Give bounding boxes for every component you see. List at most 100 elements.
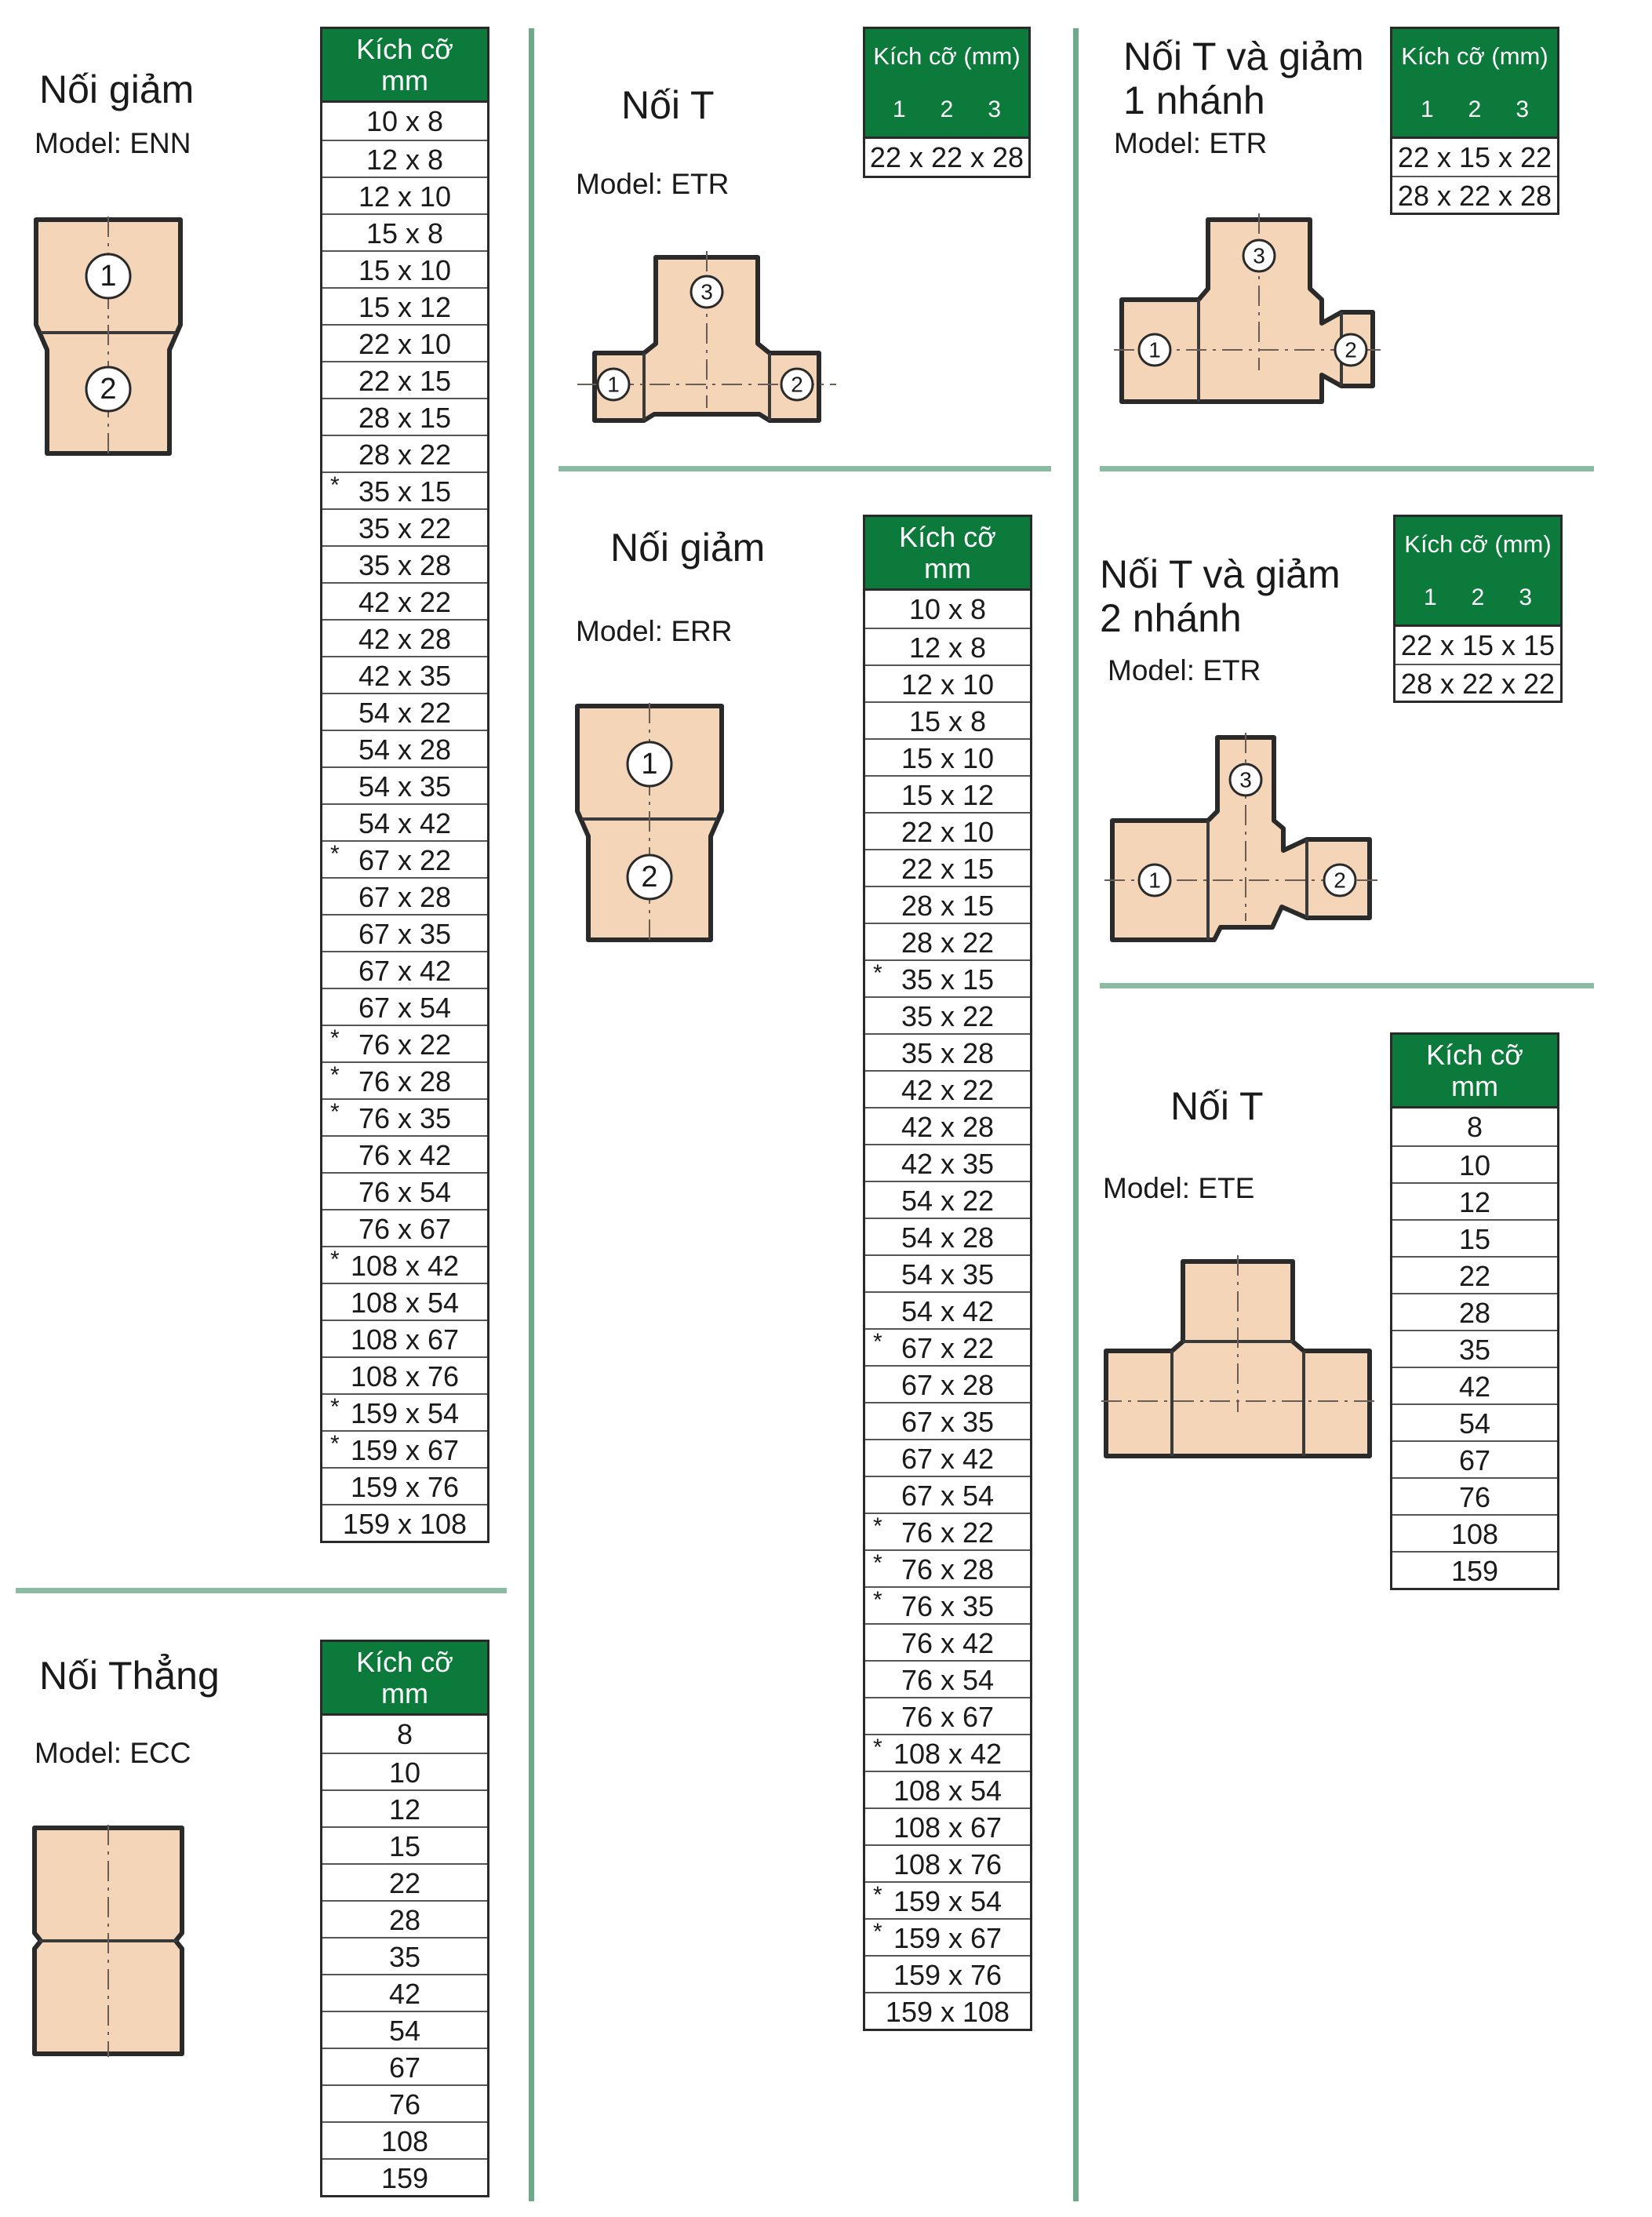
- header-columns: 1 2 3: [1395, 584, 1560, 611]
- table-row: 22 x 15 x 22: [1392, 139, 1557, 176]
- port-number-1: 1: [626, 741, 673, 788]
- column-number: 3: [1519, 584, 1533, 611]
- column-number: 2: [1471, 584, 1485, 611]
- section-title: Nối Thẳng: [39, 1654, 220, 1698]
- table-row: 28 x 22: [865, 923, 1030, 959]
- port-number-1: 1: [1137, 333, 1172, 367]
- size-value: 54 x 35: [358, 770, 452, 803]
- divider-right-middle: [1100, 983, 1594, 988]
- table-row: 15 x 10: [322, 250, 487, 287]
- note-asterisk: *: [330, 472, 340, 498]
- column-number: 1: [1423, 584, 1437, 611]
- column-number: 2: [1468, 96, 1482, 123]
- table-row: 108 x 76: [322, 1356, 487, 1393]
- size-value: 76 x 54: [358, 1176, 452, 1208]
- table-row: *76 x 35: [322, 1098, 487, 1135]
- size-value: 54 x 42: [358, 807, 452, 839]
- table-row: 15 x 10: [865, 738, 1030, 775]
- table-row: 8: [1392, 1108, 1557, 1145]
- size-value: 35 x 22: [358, 512, 452, 544]
- column-number: 1: [892, 96, 906, 123]
- svg-text:1: 1: [1148, 868, 1161, 893]
- size-value: 12: [388, 1793, 421, 1826]
- size-value: 76 x 67: [358, 1213, 452, 1245]
- size-value: 159 x 54: [893, 1885, 1002, 1917]
- size-value: 159: [1450, 1555, 1499, 1587]
- size-value: 54 x 35: [901, 1258, 995, 1291]
- size-value: 15 x 10: [358, 254, 452, 286]
- table-row: 54 x 22: [322, 693, 487, 730]
- table-row: 108 x 67: [865, 1807, 1030, 1844]
- size-value: 15 x 12: [901, 779, 995, 811]
- port-number-2: 2: [1323, 863, 1357, 897]
- size-value: 108 x 54: [893, 1775, 1002, 1807]
- header-label: Kích cỡ: [356, 32, 453, 65]
- table-row: 15: [1392, 1219, 1557, 1256]
- port-number-1: 1: [85, 253, 132, 300]
- size-value: 22 x 15: [358, 365, 452, 397]
- svg-text:2: 2: [791, 373, 803, 397]
- size-value: 108 x 42: [893, 1738, 1002, 1770]
- size-value: 15 x 8: [366, 217, 444, 249]
- size-value: 35: [1458, 1334, 1491, 1366]
- table-row: 76 x 67: [865, 1697, 1030, 1734]
- table-row: 35 x 28: [865, 1033, 1030, 1070]
- table-row: 12 x 10: [322, 177, 487, 213]
- header-unit: mm: [1451, 1069, 1498, 1102]
- table-row: 28 x 22 x 28: [1392, 176, 1557, 213]
- table-row: 28: [322, 1900, 487, 1937]
- table-row: *76 x 35: [865, 1586, 1030, 1623]
- size-value: 42: [1458, 1371, 1491, 1403]
- port-number-3: 3: [690, 275, 724, 309]
- port-number-1: 1: [1137, 863, 1172, 897]
- table-row: 67: [1392, 1440, 1557, 1477]
- table-row: 67 x 54: [322, 988, 487, 1025]
- size-value: 159 x 76: [350, 1471, 460, 1503]
- table-header: Kích cỡ mm: [1392, 1035, 1557, 1108]
- size-value: 54 x 22: [358, 697, 452, 729]
- model-label: Model: ETR: [1114, 127, 1268, 159]
- note-asterisk: *: [873, 1550, 882, 1576]
- size-value: 76 x 42: [358, 1139, 452, 1171]
- size-value: 76 x 42: [901, 1627, 995, 1659]
- table-row: 35: [1392, 1330, 1557, 1367]
- header-label: Kích cỡ (mm): [873, 42, 1021, 70]
- table-row: 159 x 108: [322, 1504, 487, 1541]
- column-number: 3: [1516, 96, 1530, 123]
- table-row: *159 x 67: [322, 1430, 487, 1467]
- table-row: 42: [322, 1974, 487, 2011]
- table-row: *35 x 15: [865, 959, 1030, 996]
- table-row: 159 x 108: [865, 1992, 1030, 2029]
- table-row: *76 x 22: [322, 1025, 487, 1061]
- size-value: 159 x 76: [893, 1959, 1002, 1991]
- port-number-2: 2: [1334, 333, 1368, 367]
- reducer-fitting-illustration: 1 2: [575, 703, 724, 943]
- table-row: 22 x 22 x 28: [865, 139, 1028, 176]
- table-row: 8: [322, 1716, 487, 1753]
- model-label: Model: ETE: [1103, 1172, 1255, 1204]
- table-row: 76 x 42: [322, 1135, 487, 1172]
- column-divider-right: [1073, 28, 1079, 2201]
- note-asterisk: *: [873, 1513, 882, 1539]
- size-value: 35 x 28: [901, 1037, 995, 1069]
- model-label: Model: ECC: [35, 1737, 191, 1769]
- size-value: 15 x 12: [358, 291, 452, 323]
- size-value: 67 x 28: [358, 881, 452, 913]
- straight-coupling-illustration: [32, 1825, 184, 2057]
- table-row: 54: [322, 2011, 487, 2048]
- table-row: 54 x 42: [322, 803, 487, 840]
- size-value: 54 x 22: [901, 1185, 995, 1217]
- size-value: 76 x 35: [358, 1102, 452, 1134]
- size-value: 67: [388, 2051, 421, 2084]
- size-value: 76 x 28: [901, 1553, 995, 1585]
- svg-text:2: 2: [641, 861, 657, 894]
- svg-text:2: 2: [1345, 338, 1357, 362]
- table-row: 42 x 35: [865, 1144, 1030, 1181]
- section-title: Nối giảm: [610, 526, 766, 570]
- note-asterisk: *: [330, 1394, 340, 1420]
